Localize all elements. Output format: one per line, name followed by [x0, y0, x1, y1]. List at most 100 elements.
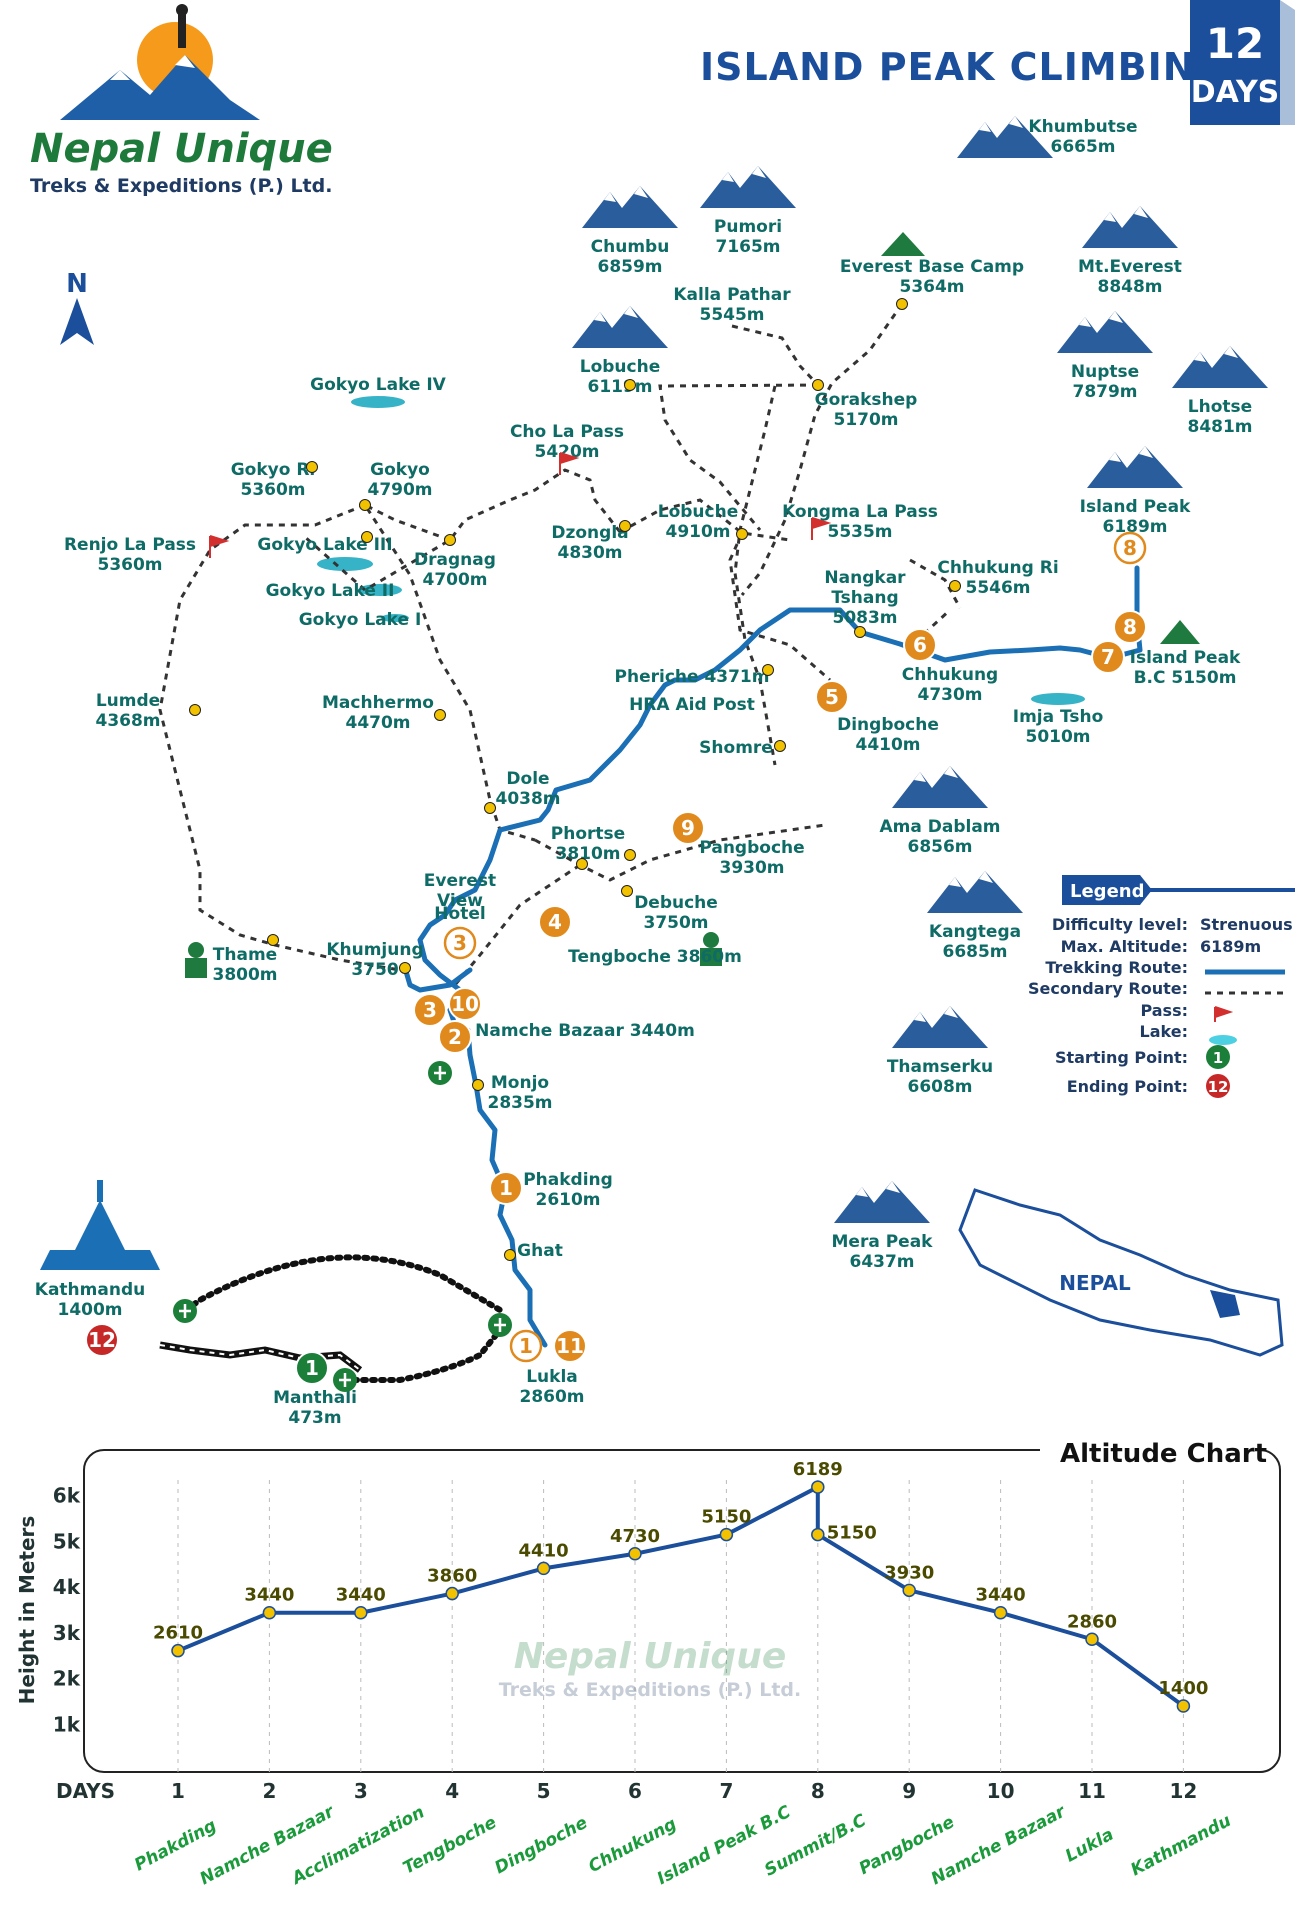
day-marker-number: 10	[451, 992, 479, 1016]
mountain-icon	[582, 186, 678, 228]
mountain-icon	[834, 1181, 930, 1223]
place-label: Pheriche 4371m	[615, 667, 770, 687]
day-marker-number: 7	[1101, 645, 1115, 669]
altitude-point	[811, 1527, 825, 1542]
place-label: Shomre	[699, 738, 773, 758]
inset-label: NEPAL	[1059, 1271, 1131, 1295]
place-name: Manthali	[273, 1388, 357, 1408]
waypoint-dot	[624, 379, 636, 391]
place-name: Imja Tsho	[1013, 707, 1104, 727]
day-marker-outline: 8	[1113, 531, 1147, 565]
lakes	[317, 396, 1085, 705]
legend-row-label: Trekking Route:	[1045, 958, 1188, 977]
place-altitude: 5420m	[534, 442, 599, 462]
legend-title: Legend	[1070, 881, 1144, 902]
waypoint-dot	[736, 528, 748, 540]
mountain-name: Mt.Everest	[1078, 257, 1182, 277]
altitude-point	[902, 1583, 916, 1598]
place-altitude: 5535m	[827, 522, 892, 542]
altitude-point	[262, 1605, 277, 1620]
day-marker: 11	[553, 1329, 587, 1363]
brand-subtitle: Treks & Expeditions (P.) Ltd.	[30, 175, 332, 197]
chart-day-label: Dingboche	[492, 1813, 591, 1878]
waypoint-dot	[359, 499, 371, 511]
place-name: Chhukung	[902, 665, 998, 685]
mountain-altitude: 7165m	[715, 237, 780, 257]
place-altitude: 4410m	[855, 735, 920, 755]
place-altitude: 4830m	[557, 543, 622, 563]
place-label: Hotel	[434, 904, 485, 924]
mountain-icon	[892, 766, 988, 808]
place-name: Nangkar	[824, 568, 906, 588]
place-name: Renjo La Pass	[64, 535, 196, 555]
place-name: Lukla	[526, 1367, 578, 1387]
place-altitude: 4368m	[95, 711, 160, 731]
place-altitude: 473m	[288, 1408, 341, 1428]
place-altitude: B.C 5150m	[1134, 668, 1237, 688]
place-name: Kongma La Pass	[782, 502, 938, 522]
altitude-value-label: 3930	[884, 1562, 934, 1583]
mountain-name: Pumori	[714, 217, 782, 237]
airport-icon	[488, 1313, 512, 1337]
altitude-value-label: 2610	[153, 1623, 203, 1644]
waypoint-dot	[267, 934, 279, 946]
day-marker-number: 8	[1123, 615, 1137, 639]
mountain-altitude: 7879m	[1072, 382, 1137, 402]
legend-marker	[1206, 1045, 1230, 1069]
place-altitude: 5364m	[899, 277, 964, 297]
waypoint-dot	[504, 1249, 516, 1261]
day-marker: 5	[815, 680, 849, 714]
place-label: HRA Aid Post	[629, 695, 755, 715]
altitude-point	[1176, 1699, 1191, 1713]
chart-watermark-sub: Treks & Expeditions (P.) Ltd.	[499, 1679, 801, 1701]
altitude-point	[811, 1480, 825, 1494]
place-label: Tengboche 3860m	[568, 947, 742, 967]
legend-row-label: Starting Point:	[1055, 1048, 1188, 1067]
pass-flag-icon	[559, 452, 580, 475]
mountain-icon	[892, 1006, 988, 1048]
place-name: Phortse	[551, 824, 625, 844]
chart-xtick: 8	[811, 1779, 825, 1803]
page-title: ISLAND PEAK CLIMBING	[700, 45, 1228, 89]
place-altitude: 1400m	[57, 1300, 122, 1320]
chart-xtick: 11	[1078, 1779, 1106, 1803]
chart-xtick: 7	[719, 1779, 733, 1803]
trekking-route	[402, 565, 1143, 1348]
day-marker-number: 3	[423, 998, 437, 1022]
legend-row-label: Lake:	[1140, 1022, 1188, 1041]
mountain-icon	[700, 166, 796, 208]
place-name: Kathmandu	[35, 1280, 145, 1300]
place-altitude: Tshang	[831, 588, 898, 608]
place-name: Debuche	[634, 893, 718, 913]
day-marker-number: 3	[453, 931, 467, 955]
place-altitude: 3750m	[643, 913, 708, 933]
waypoint-dot	[949, 580, 961, 592]
north-label: N	[66, 269, 88, 299]
chart-xtick: 9	[902, 1779, 916, 1803]
company-logo	[60, 4, 260, 120]
legend-row-label: Secondary Route:	[1028, 979, 1188, 998]
mountain-icon	[957, 116, 1053, 158]
mountain-icon	[1057, 311, 1153, 353]
place-name: Khumjung	[326, 940, 423, 960]
chart-title: Altitude Chart	[1060, 1439, 1267, 1469]
mountain-altitude: 8848m	[1097, 277, 1162, 297]
pass-flag-icon	[811, 517, 832, 540]
place-name: Shomre	[699, 738, 773, 758]
airport-icon	[333, 1368, 357, 1392]
flight-path	[159, 1254, 503, 1383]
place-name: 5083m	[832, 608, 897, 628]
place-altitude: 5010m	[1025, 727, 1090, 747]
chart-xtick: 1	[171, 1779, 185, 1803]
place-name: Dragnag	[414, 550, 496, 570]
place-altitude: 2835m	[487, 1093, 552, 1113]
altitude-value-label: 3440	[244, 1585, 294, 1606]
